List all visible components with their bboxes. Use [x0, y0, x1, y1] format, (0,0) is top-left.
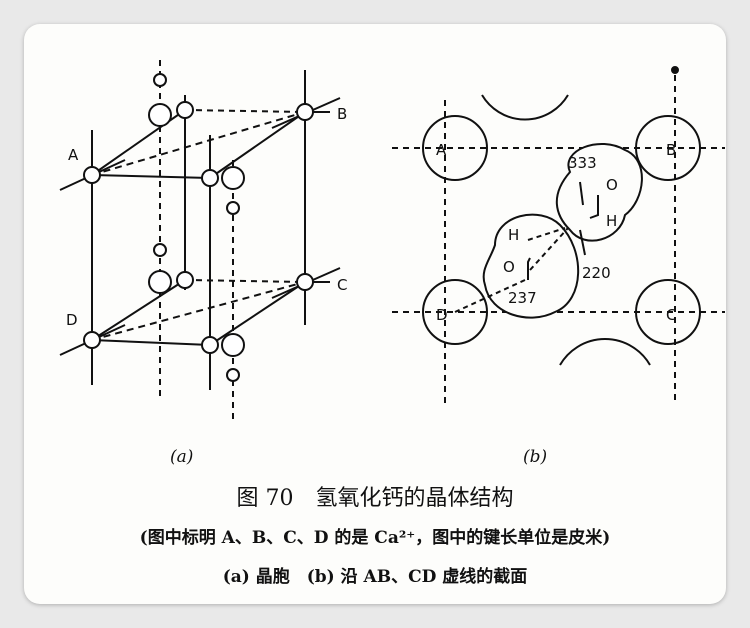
point-c-label-b: C	[666, 306, 676, 324]
point-a-label-b: A	[436, 141, 447, 159]
bond-length-220: 220	[582, 264, 611, 282]
point-d-label: D	[66, 311, 78, 329]
panel-a-label: (a)	[170, 447, 194, 467]
point-b-label: B	[337, 105, 347, 123]
panel-b-label: (b)	[523, 447, 548, 467]
point-d-label-b: D	[436, 306, 448, 324]
hydrogen-label-upper: H	[606, 212, 617, 230]
oxygen-label-upper: O	[606, 176, 618, 194]
bond-length-237: 237	[508, 289, 537, 307]
point-a-label: A	[68, 146, 79, 164]
unit-cell-diagram: A B C D	[59, 60, 347, 420]
point-c-label: C	[337, 276, 347, 294]
figure-note: (图中标明 A、B、C、D 的是 Ca²⁺，图中的键长单位是皮米)	[139, 528, 611, 548]
figure-legend: (a) 晶胞 (b) 沿 AB、CD 虚线的截面	[222, 567, 528, 587]
bond-length-333: 333	[568, 154, 597, 172]
figure-card	[24, 24, 726, 604]
cross-section-diagram: A B C D 333 220 237 O H O H	[392, 66, 725, 405]
oxygen-label-lower: O	[503, 258, 515, 276]
hydrogen-label-lower: H	[508, 226, 519, 244]
point-b-label-b: B	[666, 141, 676, 159]
figure-title: 图 70 氢氧化钙的晶体结构	[236, 486, 514, 511]
